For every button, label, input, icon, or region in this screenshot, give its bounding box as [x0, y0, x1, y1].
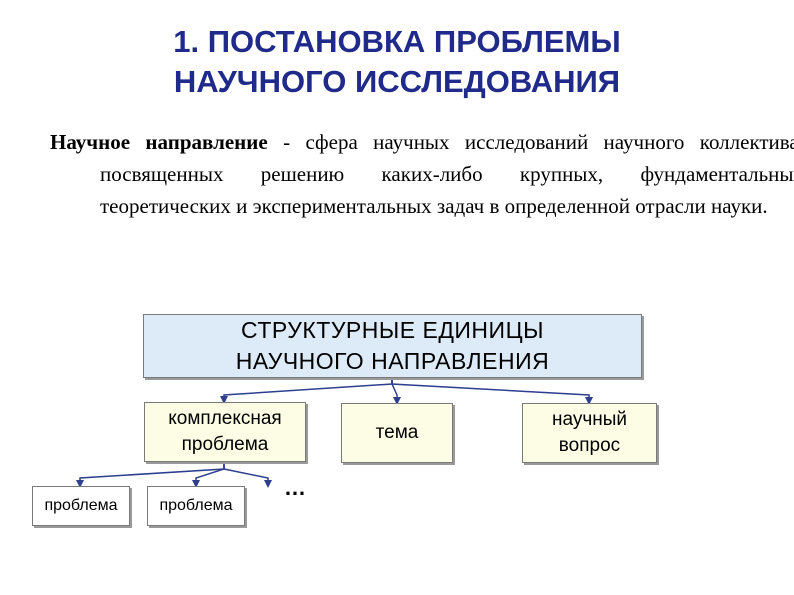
connector-complex-to-more — [223, 462, 272, 488]
root-box-line-1: СТРУКТУРНЫЕ ЕДИНИЦЫ — [241, 317, 544, 343]
connector-complex-to-problem-1 — [76, 462, 225, 488]
complex-problem-line-2: проблема — [181, 434, 269, 455]
definition-paragraph: Научное направление - сфера научных иссл… — [50, 126, 794, 222]
slide-title-line-1: 1. ПОСТАНОВКА ПРОБЛЕМЫ — [173, 24, 621, 59]
topic-box: тема — [341, 403, 453, 463]
problem-box-1-label: проблема — [44, 497, 118, 514]
slide-title-line-2: НАУЧНОГО ИССЛЕДОВАНИЯ — [173, 64, 621, 99]
structural-units-root-box: СТРУКТУРНЫЕ ЕДИНИЦЫ НАУЧНОГО НАПРАВЛЕНИЯ — [143, 314, 642, 378]
topic-label: тема — [375, 422, 419, 443]
slide-title: 1. ПОСТАНОВКА ПРОБЛЕМЫ НАУЧНОГО ИССЛЕДОВ… — [0, 22, 794, 102]
scientific-question-line-2: вопрос — [558, 435, 621, 456]
problem-box-2: проблема — [147, 486, 245, 526]
connector-root-to-question — [391, 378, 593, 405]
complex-problem-line-1: комплексная — [168, 408, 282, 429]
problem-box-2-label: проблема — [159, 497, 233, 514]
scientific-question-line-1: научный — [551, 409, 627, 430]
more-items-ellipsis: … — [284, 475, 306, 500]
problem-box-1: проблема — [32, 486, 130, 526]
connector-complex-to-problem-2 — [192, 462, 225, 488]
connector-root-to-complex-problem — [220, 378, 393, 404]
definition-text: - сфера научных исследований научного ко… — [100, 130, 794, 218]
definition-term: Научное направление — [50, 130, 268, 154]
root-box-line-2: НАУЧНОГО НАПРАВЛЕНИЯ — [235, 348, 550, 374]
complex-problem-box: комплексная проблема — [144, 402, 306, 462]
scientific-question-box: научный вопрос — [522, 403, 657, 463]
